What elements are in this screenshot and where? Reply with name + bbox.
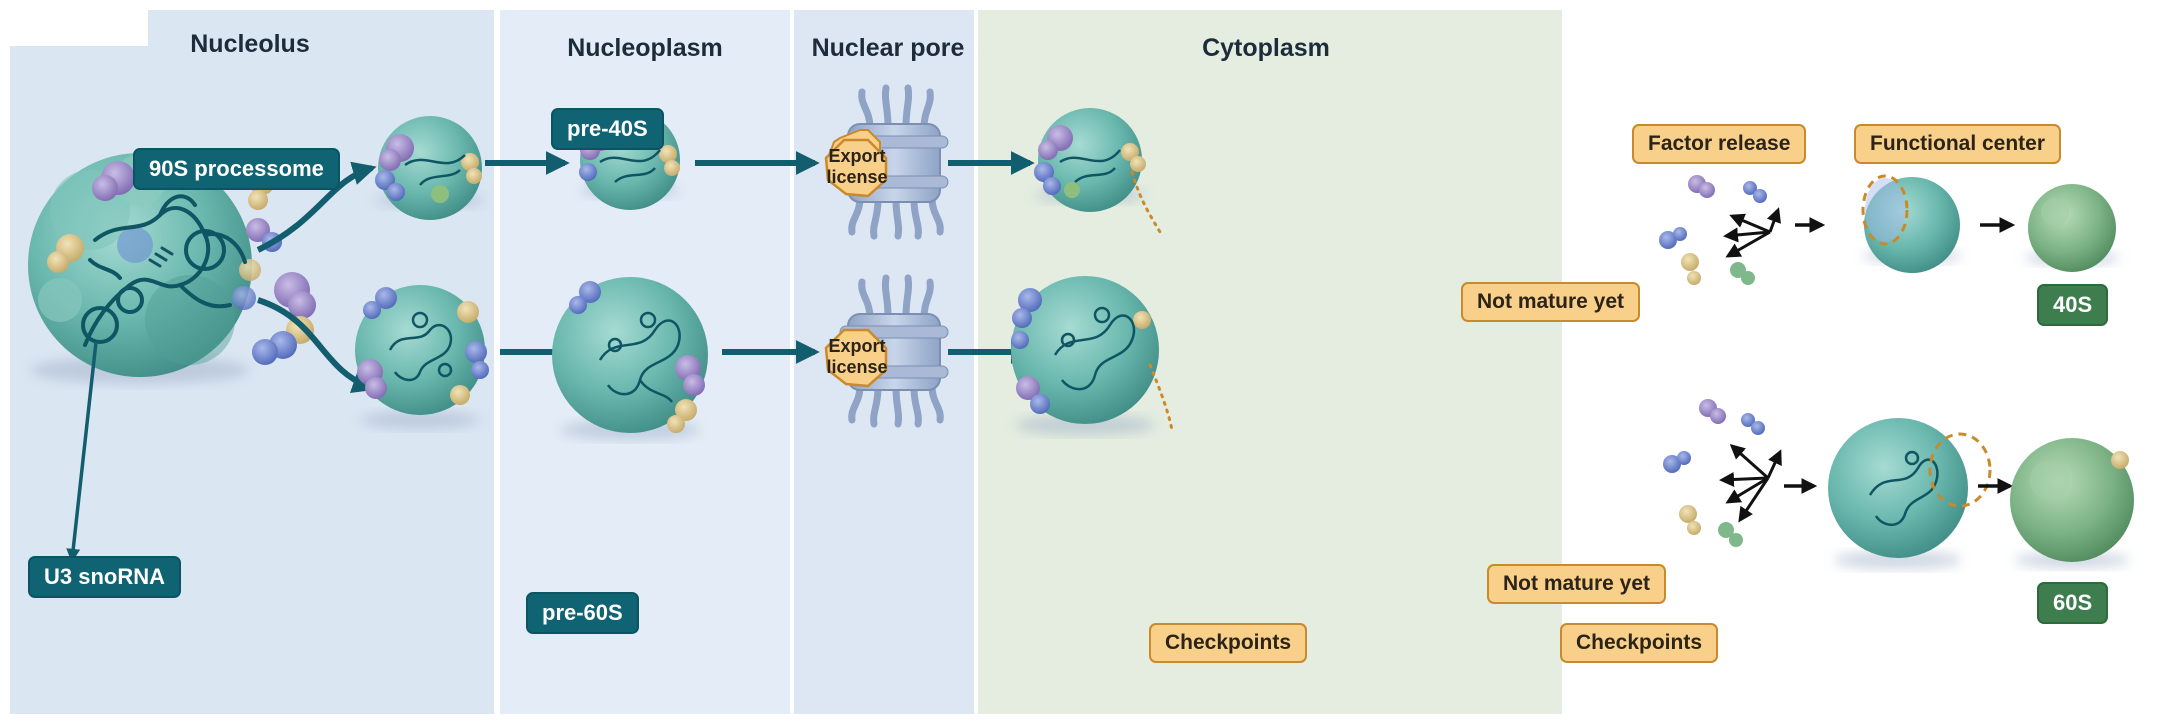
checkpoints-pore-label: Checkpoints [1149, 623, 1308, 663]
final-60s-label: 60S [2037, 582, 2109, 624]
pre60s-nucleolus [355, 285, 489, 429]
functional-center-label: Functional center [1854, 124, 2062, 164]
factor-release-top [1659, 174, 2120, 285]
not-mature-top-label: Not mature yet [1461, 282, 1641, 322]
pre60s-label: pre-60S [526, 592, 639, 634]
section-title-cytoplasm: Cytoplasm [1202, 34, 1330, 62]
pre40s-nucleolus [375, 116, 485, 220]
export-license-bottom-text: Export license [826, 336, 888, 377]
pre40s-label: pre-40S [551, 108, 664, 150]
section-title-nucleoplasm: Nucleoplasm [567, 34, 723, 62]
pre60s-nucleoplasm [552, 277, 708, 440]
arrow-to-pre40s [256, 161, 377, 253]
processome-complex [28, 153, 316, 563]
section-title-nucleolus: Nucleolus [190, 30, 310, 58]
final-40s-label: 40S [2037, 284, 2109, 326]
processome-label: 90S processome [133, 148, 340, 190]
export-license-top-text: Export license [826, 146, 888, 187]
arrow-to-pre60s [257, 297, 377, 394]
pre60s-cytoplasm [1011, 276, 1174, 435]
factor-release-label: Factor release [1632, 124, 1807, 164]
checkpoints-cytoplasm-label: Checkpoints [1560, 623, 1719, 663]
snorna-label: U3 snoRNA [28, 556, 182, 598]
nucleolus-panel-top [148, 10, 494, 50]
export-license-octagon-bottom-visible [824, 328, 888, 388]
not-mature-bottom-label: Not mature yet [1487, 564, 1667, 604]
section-title-nuclear-pore: Nuclear pore [811, 34, 965, 62]
factor-release-bottom [1663, 399, 2134, 569]
export-license-octagon-top-visible [824, 138, 888, 198]
pre40s-cytoplasm [1034, 108, 1162, 234]
